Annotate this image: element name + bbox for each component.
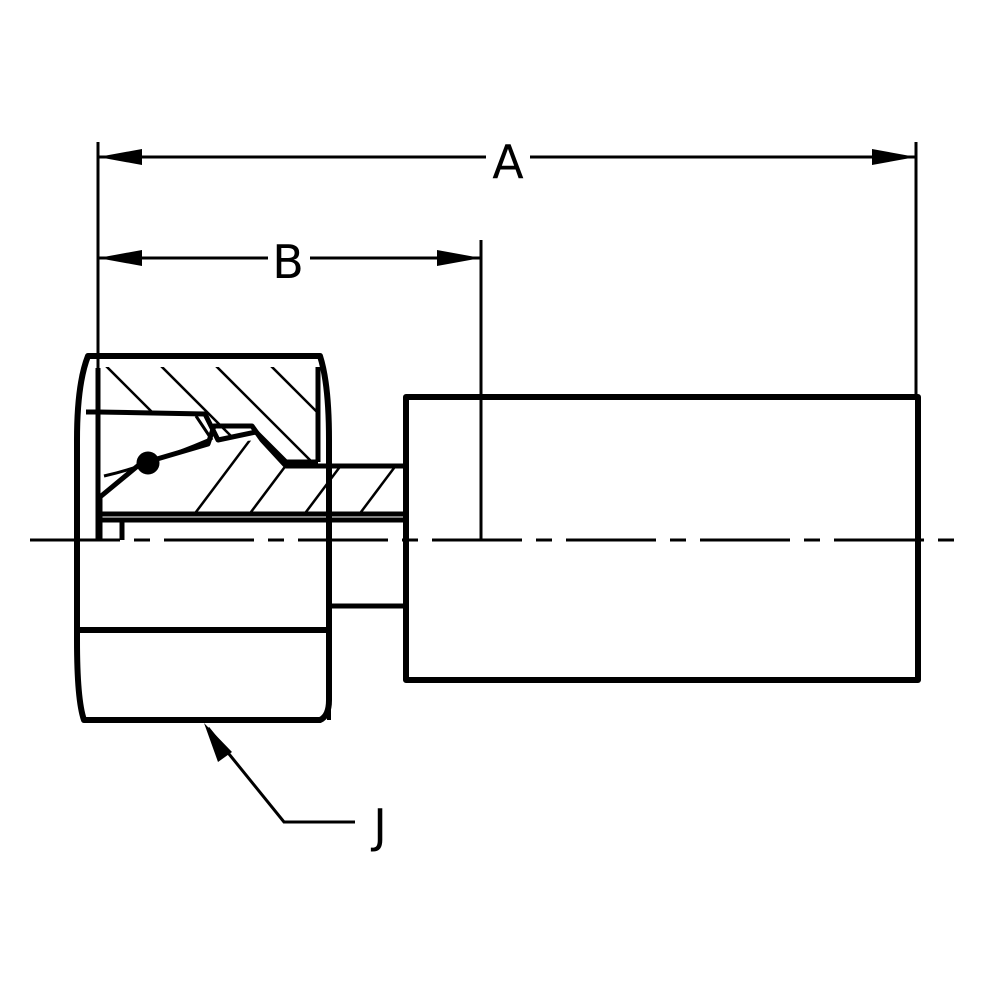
dimension-b-label: B <box>272 235 304 289</box>
nut-section-hatch <box>98 367 318 462</box>
hex-callout-leader <box>204 723 355 824</box>
dimension-b <box>98 240 483 540</box>
hose-socket <box>403 394 921 683</box>
stem-section-hatch <box>100 440 404 514</box>
retaining-ball <box>136 451 160 475</box>
retaining-wire <box>103 415 214 478</box>
dimension-a-label: A <box>492 135 524 189</box>
swivel-nut <box>74 353 332 723</box>
hex-callout-label: J <box>370 799 387 853</box>
